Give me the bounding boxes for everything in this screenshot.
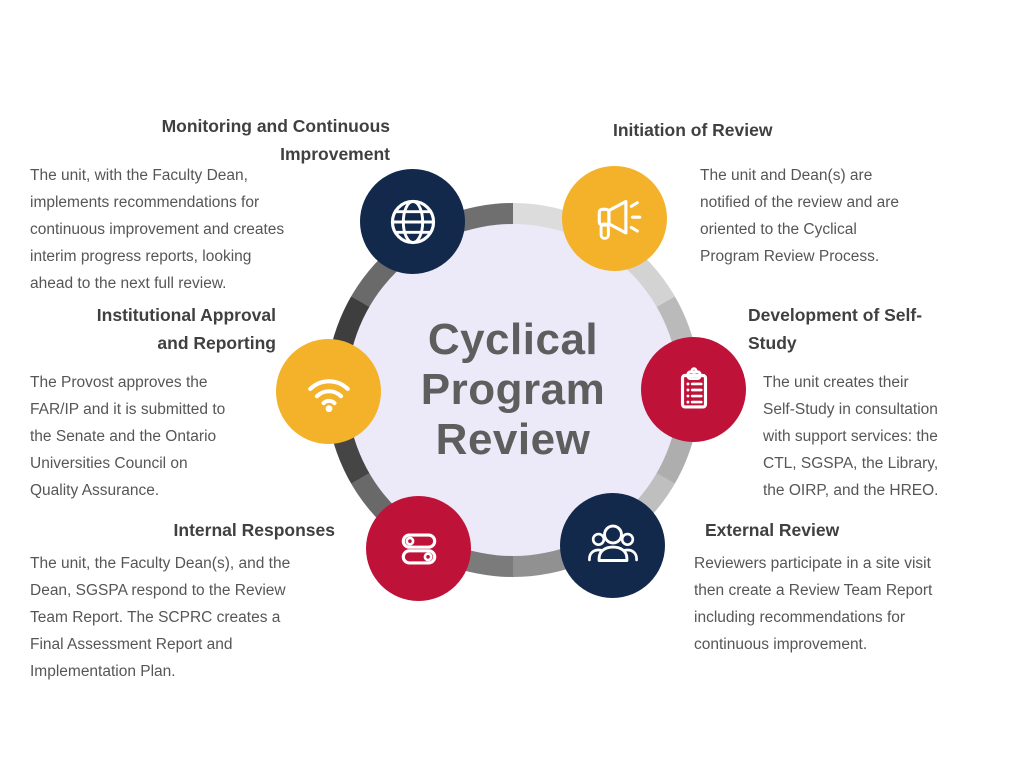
node-circle-external-review	[560, 493, 665, 598]
clipboard-icon	[680, 366, 707, 408]
node-circle-development-of-self-study	[641, 337, 746, 442]
body-internal-responses: The unit, the Faculty Dean(s), and the D…	[30, 555, 291, 680]
heading-institutional-approval: Institutional Approval and Reporting	[96, 305, 276, 353]
body-development-of-self-study: The unit creates their Self-Study in con…	[763, 374, 939, 499]
body-initiation-of-review: The unit and Dean(s) are notified of the…	[700, 167, 900, 265]
center-circle: Cyclical Program Review	[347, 224, 679, 556]
people-group-icon	[587, 524, 638, 562]
megaphone-icon	[597, 199, 641, 240]
body-institutional-approval: The Provost approves the FAR/IP and it i…	[30, 374, 226, 499]
wifi-icon	[307, 378, 350, 412]
center-title: Cyclical Program Review	[420, 315, 606, 464]
heading-monitoring: Monitoring and Continuous Improvement	[161, 116, 390, 164]
heading-development-of-self-study: Development of Self- Study	[748, 305, 923, 353]
node-circle-initiation-of-review	[562, 166, 667, 271]
heading-internal-responses: Internal Responses	[173, 520, 335, 540]
node-circle-monitoring	[360, 169, 465, 274]
heading-initiation-of-review: Initiation of Review	[613, 120, 773, 140]
globe-icon	[390, 199, 435, 244]
body-monitoring: The unit, with the Faculty Dean, impleme…	[30, 167, 285, 292]
heading-external-review: External Review	[705, 520, 840, 540]
node-circle-institutional-approval	[276, 339, 381, 444]
node-circle-internal-responses	[366, 496, 471, 601]
body-external-review: Reviewers participate in a site visit th…	[694, 555, 933, 653]
toggle-switches-icon	[401, 533, 436, 564]
